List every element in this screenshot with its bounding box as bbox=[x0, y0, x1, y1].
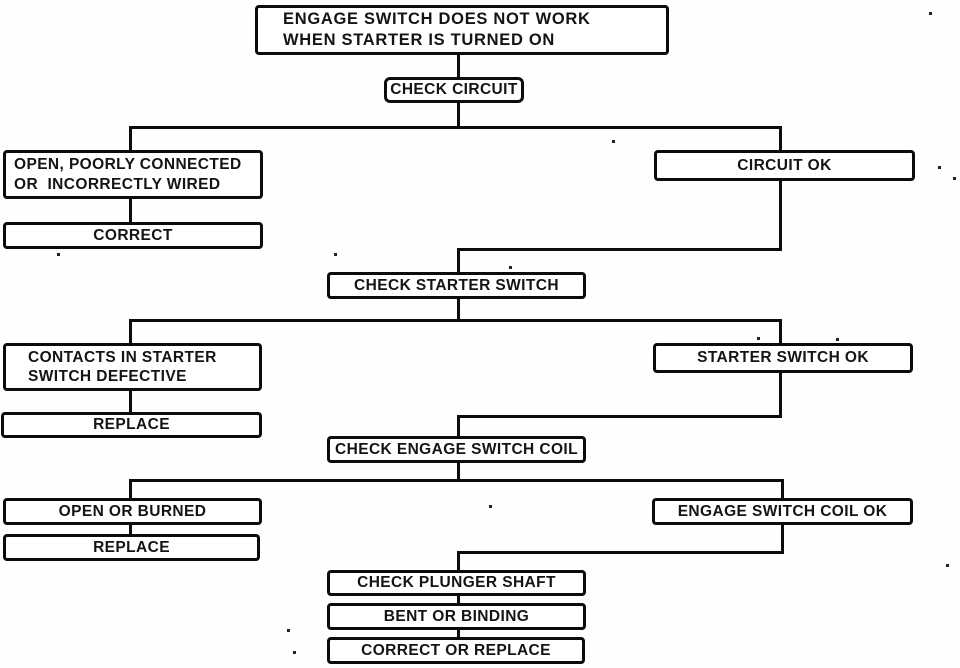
scan-speck bbox=[836, 338, 839, 341]
connector-split-circuit bbox=[129, 126, 782, 129]
connector-to-starter-fault bbox=[129, 319, 132, 345]
connector-merge-starter-ok bbox=[457, 415, 782, 418]
node-circuit-ok: CIRCUIT OK bbox=[654, 150, 915, 181]
scan-speck bbox=[938, 166, 941, 169]
scan-speck bbox=[953, 177, 956, 180]
scan-speck bbox=[293, 651, 296, 654]
scan-speck bbox=[57, 253, 60, 256]
connector-plunger-to-bent bbox=[457, 595, 460, 605]
node-plunger-fix: CORRECT OR REPLACE bbox=[327, 637, 585, 664]
node-starter-ok: STARTER SWITCH OK bbox=[653, 343, 913, 373]
connector-to-check-coil bbox=[457, 415, 460, 438]
node-problem: ENGAGE SWITCH DOES NOT WORK WHEN STARTER… bbox=[255, 5, 669, 55]
connector-to-coil-fault bbox=[129, 479, 132, 500]
connector-to-circuit-ok bbox=[779, 126, 782, 152]
connector-bent-to-correct bbox=[457, 629, 460, 639]
node-circuit-fault-line2: OR INCORRECTLY WIRED bbox=[14, 175, 221, 193]
node-circuit-fault-line1: OPEN, POORLY CONNECTED bbox=[14, 156, 242, 174]
connector-merge-circuit-ok bbox=[457, 248, 782, 251]
connector-merge-coil-ok bbox=[457, 551, 784, 554]
connector-split-coil bbox=[129, 479, 784, 482]
node-check-starter-switch: CHECK STARTER SWITCH bbox=[327, 272, 586, 299]
scan-speck bbox=[757, 337, 760, 340]
connector-fault-to-replace2 bbox=[129, 524, 132, 536]
node-problem-line1: ENGAGE SWITCH DOES NOT WORK bbox=[283, 10, 591, 29]
node-coil-fix: REPLACE bbox=[3, 534, 260, 561]
node-plunger-fault: BENT OR BINDING bbox=[327, 603, 586, 630]
connector-check-coil-down bbox=[457, 462, 460, 481]
scan-speck bbox=[509, 266, 512, 269]
connector-coil-ok-down bbox=[781, 523, 784, 554]
connector-to-check-starter bbox=[457, 248, 460, 274]
node-check-circuit: CHECK CIRCUIT bbox=[384, 77, 524, 103]
node-starter-fix: REPLACE bbox=[1, 412, 262, 438]
node-check-engage-coil: CHECK ENGAGE SWITCH COIL bbox=[327, 436, 586, 463]
connector-to-starter-ok bbox=[779, 319, 782, 345]
scan-speck bbox=[334, 253, 337, 256]
scan-speck bbox=[612, 140, 615, 143]
node-starter-fault-line1: CONTACTS IN STARTER bbox=[28, 348, 217, 366]
connector-check-starter-down bbox=[457, 298, 460, 322]
node-check-plunger: CHECK PLUNGER SHAFT bbox=[327, 570, 586, 596]
connector-to-check-plunger bbox=[457, 551, 460, 572]
connector-problem-to-check-circuit bbox=[457, 54, 460, 78]
connector-split-starter bbox=[129, 319, 782, 322]
node-starter-fault: CONTACTS IN STARTER SWITCH DEFECTIVE bbox=[3, 343, 262, 391]
connector-check-circuit-down bbox=[457, 102, 460, 128]
connector-to-coil-ok bbox=[781, 479, 784, 500]
scan-speck bbox=[929, 12, 932, 15]
scan-speck bbox=[946, 564, 949, 567]
scan-speck bbox=[489, 505, 492, 508]
connector-fault-to-replace1 bbox=[129, 390, 132, 414]
connector-fault-to-correct bbox=[129, 198, 132, 224]
connector-starter-ok-down bbox=[779, 371, 782, 418]
node-circuit-fix: CORRECT bbox=[3, 222, 263, 249]
node-coil-fault: OPEN OR BURNED bbox=[3, 498, 262, 525]
node-starter-fault-line2: SWITCH DEFECTIVE bbox=[28, 368, 187, 385]
node-coil-ok: ENGAGE SWITCH COIL OK bbox=[652, 498, 913, 525]
node-circuit-fault: OPEN, POORLY CONNECTED OR INCORRECTLY WI… bbox=[3, 150, 263, 199]
connector-circuit-ok-down bbox=[779, 179, 782, 251]
connector-to-circuit-fault bbox=[129, 126, 132, 152]
node-problem-line2: WHEN STARTER IS TURNED ON bbox=[283, 31, 556, 49]
scan-speck bbox=[287, 629, 290, 632]
